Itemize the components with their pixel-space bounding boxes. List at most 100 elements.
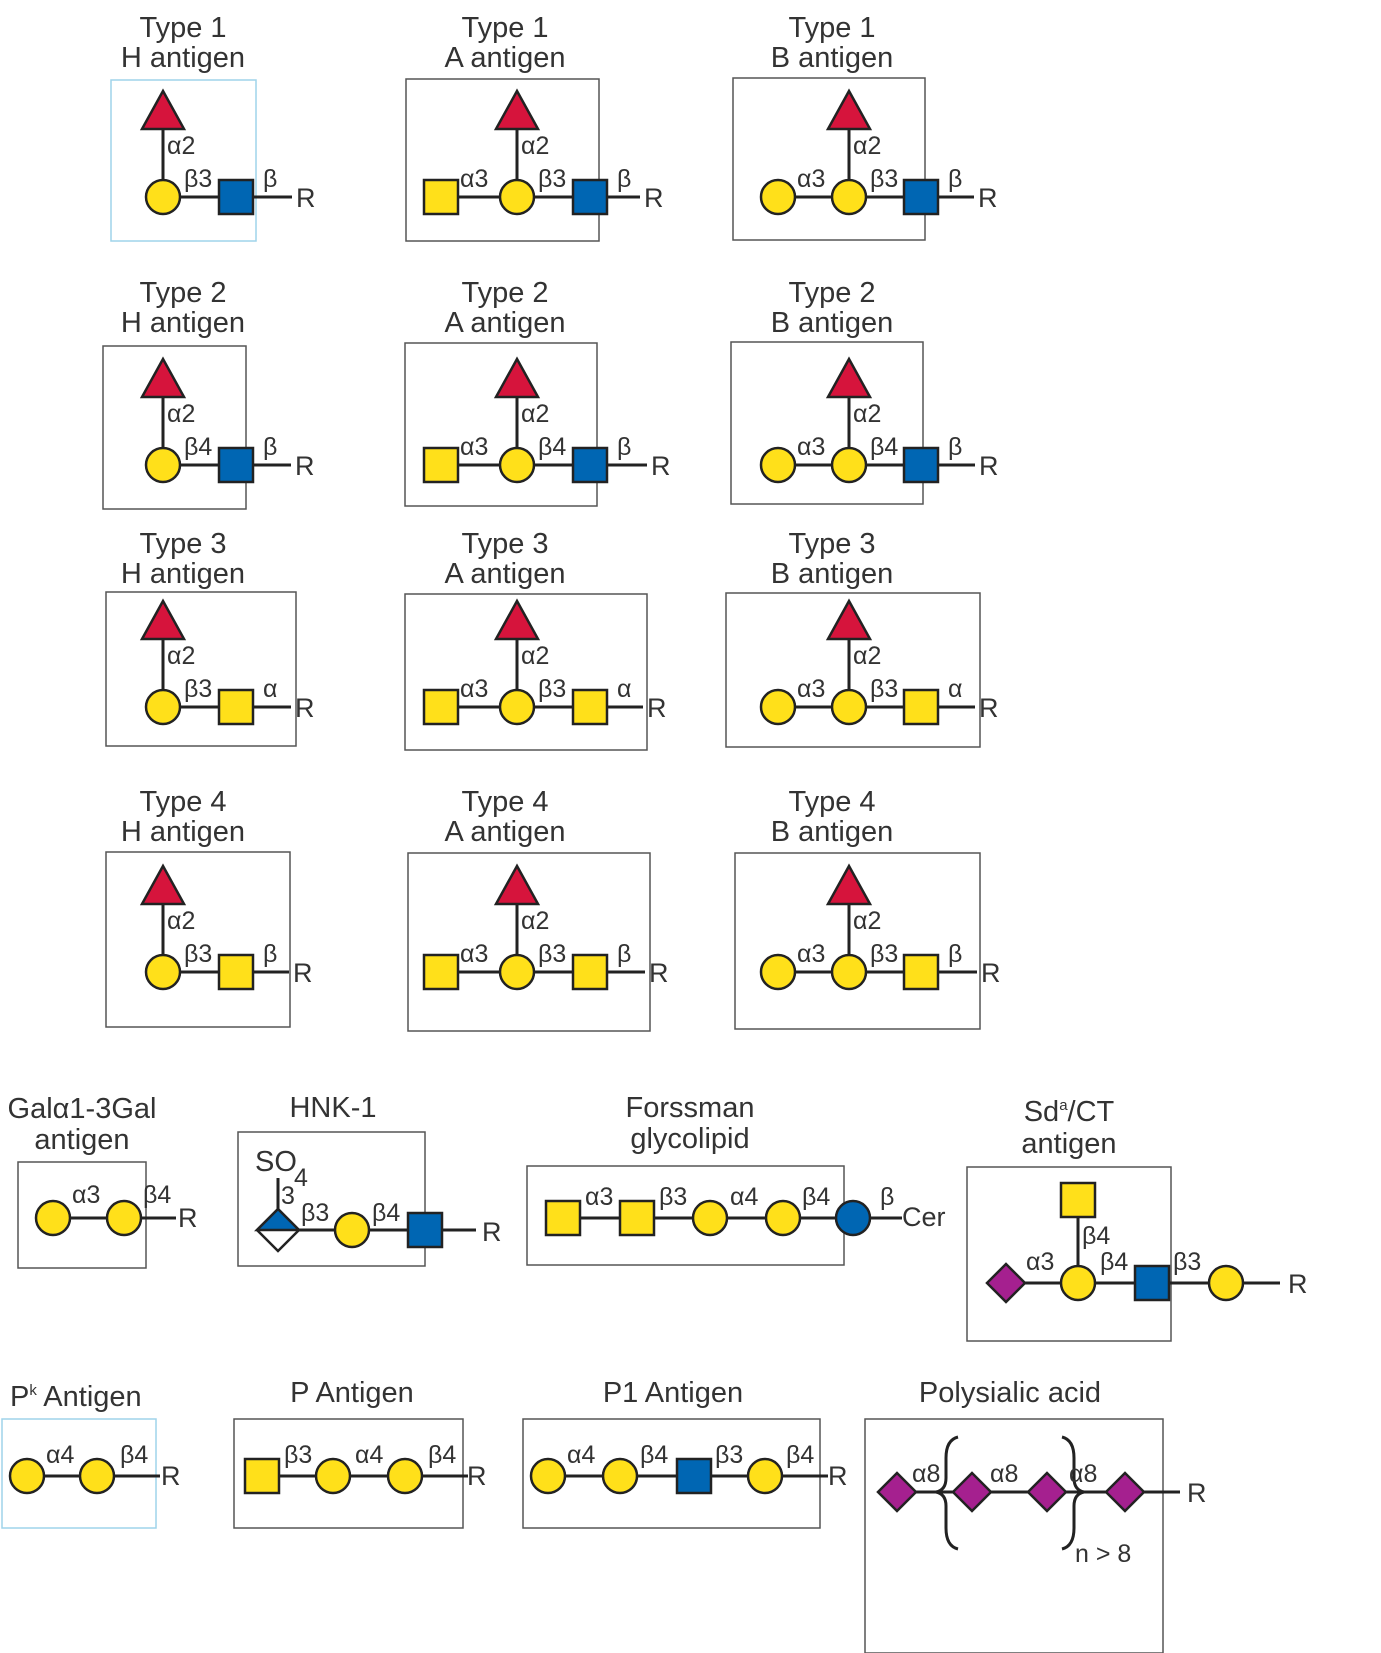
type4-a-galnac-square-icon <box>422 953 460 991</box>
sda-ct-title-line1: Sda/CT <box>1024 1096 1115 1128</box>
type4-h-galnac-square-icon <box>217 953 255 991</box>
polysialic-sialic-acid-diamond-icon <box>1104 1471 1146 1513</box>
type2-a-reducing-link-label: β <box>617 433 631 461</box>
type2-a-ab-link-label: α3 <box>460 433 488 461</box>
hnk1-link-label: β3 <box>301 1199 329 1227</box>
polysialic-acid-title: Polysialic acid <box>919 1377 1101 1409</box>
type3-b-reducing-link-label: α <box>948 675 962 703</box>
type1-b-core-link-label: β3 <box>870 165 898 193</box>
type1-a-antigen-box <box>405 78 600 242</box>
forssman-link-label: β4 <box>802 1183 830 1211</box>
type2-b-name: B antigen <box>771 307 894 339</box>
p-link-label: β4 <box>428 1441 456 1469</box>
type3-b-fucose-link-label: α2 <box>853 642 881 670</box>
type3-b-antigen-box <box>725 592 981 748</box>
type2-a-terminal-r: R <box>651 451 671 481</box>
type4-b-name: B antigen <box>771 816 894 848</box>
type1-h-glcnac-square-icon <box>217 178 255 216</box>
type3-a-antigen-box <box>404 593 648 751</box>
type1-b-antigen-box <box>732 77 926 241</box>
galgal-link-label: α3 <box>72 1181 100 1209</box>
type2-a-fucose-triangle-icon <box>493 356 541 399</box>
type3-a-galactose-circle-icon <box>498 688 536 726</box>
sda-sialic-acid-diamond-icon <box>985 1262 1027 1304</box>
type2-b-galactose-circle-icon <box>830 446 868 484</box>
type4-b-fucose-link-label: α2 <box>853 907 881 935</box>
type4-a-antigen-box <box>407 852 651 1032</box>
type4-a-fucose-link-label: α2 <box>521 907 549 935</box>
p1-terminal-r: R <box>828 1461 848 1491</box>
type3-a-name: A antigen <box>445 558 566 590</box>
type3-a-terminal-r: R <box>647 693 667 723</box>
p1-link-label: α4 <box>567 1441 595 1469</box>
forssman-link-label: α4 <box>730 1183 758 1211</box>
sda-terminal-r: R <box>1288 1269 1308 1299</box>
type4-h-name: H antigen <box>121 816 245 848</box>
type2-b-title: Type 2 <box>788 277 875 309</box>
hnk1-glcnac-square-icon <box>406 1211 444 1249</box>
type1-b-glcnac-square-icon <box>902 178 940 216</box>
p-terminal-r: R <box>467 1461 487 1491</box>
type1-b-galactose-circle-icon <box>830 178 868 216</box>
type3-b-name: B antigen <box>771 558 894 590</box>
type4-b-antigen-box <box>734 852 981 1030</box>
pk-galactose-circle-icon <box>8 1457 46 1495</box>
sda-link-label: β4 <box>1082 1222 1110 1250</box>
type1-h-fucose-triangle-icon <box>139 88 187 131</box>
galgal-title-line2: antigen <box>34 1124 129 1156</box>
hnk1-link-label: β4 <box>372 1199 400 1227</box>
p1-antigen-box <box>522 1418 821 1529</box>
type4-h-reducing-link-label: β <box>263 940 277 968</box>
p1-link-label: β4 <box>786 1441 814 1469</box>
type4-h-title: Type 4 <box>139 786 226 818</box>
pk-title-rest: Antigen <box>37 1381 142 1413</box>
polysialic-terminal-r: R <box>1187 1478 1207 1508</box>
forssman-link-label: α3 <box>585 1183 613 1211</box>
galgal-antigen-box <box>17 1161 147 1269</box>
type4-b-galnac-square-icon <box>902 953 940 991</box>
pk-title-main: P <box>10 1381 29 1413</box>
p1-link-label: β3 <box>715 1441 743 1469</box>
type2-b-glcnac-square-icon <box>902 446 940 484</box>
type2-b-fucose-link-label: α2 <box>853 400 881 428</box>
type4-b-reducing-link-label: β <box>948 940 962 968</box>
type3-h-fucose-link-label: α2 <box>167 642 195 670</box>
forssman-link-label: β3 <box>659 1183 687 1211</box>
type3-a-core-link-label: β3 <box>538 675 566 703</box>
type3-a-galnac-square-icon <box>571 688 609 726</box>
type1-b-fucose-link-label: α2 <box>853 132 881 160</box>
type1-a-galnac-square-icon <box>422 178 460 216</box>
type1-b-name: B antigen <box>771 42 894 74</box>
pk-link-label: α4 <box>46 1441 74 1469</box>
polysialic-link-label: α8 <box>990 1460 1018 1488</box>
type4-h-antigen-box <box>105 851 291 1028</box>
forssman-title-line1: Forssman <box>626 1092 755 1124</box>
hnk1-sulfate-label: SO <box>255 1146 297 1178</box>
hnk1-box <box>237 1131 426 1267</box>
sda-link-label: β4 <box>1100 1248 1128 1276</box>
type3-b-ab-link-label: α3 <box>797 675 825 703</box>
type2-h-reducing-link-label: β <box>263 433 277 461</box>
type4-b-ab-link-label: α3 <box>797 940 825 968</box>
type1-h-antigen-box <box>110 79 257 242</box>
p-galnac-square-icon <box>243 1457 281 1495</box>
polysialic-sialic-acid-diamond-icon <box>1026 1471 1068 1513</box>
sda-title-superscript: a <box>1059 1097 1068 1114</box>
type2-a-glcnac-square-icon <box>571 446 609 484</box>
type4-b-terminal-r: R <box>981 958 1001 988</box>
type2-h-name: H antigen <box>121 307 245 339</box>
type2-h-fucose-link-label: α2 <box>167 400 195 428</box>
type1-b-reducing-link-label: β <box>948 165 962 193</box>
forssman-glucose-circle-icon <box>834 1199 872 1237</box>
type4-a-name: A antigen <box>445 816 566 848</box>
sda-galactose-circle-icon <box>1207 1264 1245 1302</box>
forssman-galactose-circle-icon <box>691 1199 729 1237</box>
type4-b-fucose-triangle-icon <box>825 863 873 906</box>
galgal-terminal-r: R <box>178 1203 198 1233</box>
type1-h-core-link-label: β3 <box>184 165 212 193</box>
hnk1-terminal-r: R <box>482 1217 502 1247</box>
galgal-galactose-circle-icon <box>105 1199 143 1237</box>
type2-a-core-link-label: β4 <box>538 433 566 461</box>
type2-a-antigen-box <box>404 342 598 507</box>
